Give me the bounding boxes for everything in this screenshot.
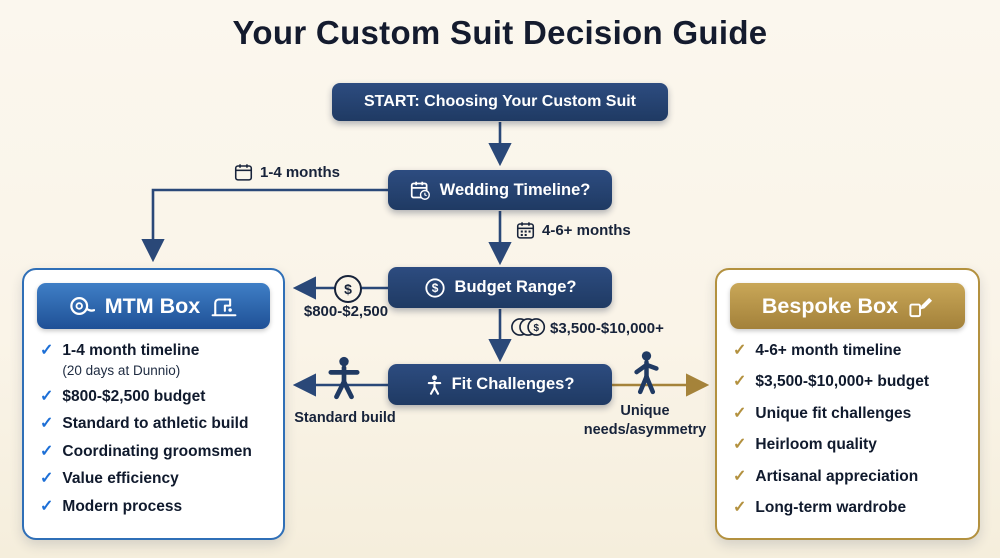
- check-icon: ✓: [733, 499, 747, 517]
- check-icon: ✓: [40, 442, 54, 460]
- flow-node-budget-range: $ Budget Range?: [388, 267, 612, 308]
- pencil-ruler-icon: [908, 294, 933, 319]
- mtm-panel-title: MTM Box: [104, 293, 201, 318]
- flow-node-wedding-timeline: Wedding Timeline?: [388, 170, 612, 210]
- check-icon: ✓: [733, 373, 747, 391]
- bespoke-item-text: Unique fit challenges: [755, 404, 912, 422]
- wedding-timeline-label: Wedding Timeline?: [439, 180, 591, 199]
- calendar-grid-icon: [516, 221, 535, 240]
- branch-label-text: needs/asymmetry: [583, 421, 707, 438]
- standard-build-person-icon: [328, 356, 360, 405]
- mtm-item-text: Coordinating groomsmen: [62, 442, 252, 460]
- branch-label-text: 1-4 months: [260, 164, 341, 181]
- check-icon: ✓: [40, 415, 54, 433]
- flow-node-start: START: Choosing Your Custom Suit: [332, 83, 668, 121]
- mtm-item-text: Value efficiency: [62, 470, 179, 488]
- dollar-coin-icon: $: [334, 275, 362, 303]
- bespoke-item-text: Heirloom quality: [755, 436, 877, 454]
- start-node-label: START: Choosing Your Custom Suit: [364, 93, 636, 110]
- mtm-item-text: $800-$2,500 budget: [62, 387, 206, 405]
- mtm-item-subtext: (20 days at Dunnio): [62, 362, 181, 378]
- check-icon: ✓: [40, 387, 54, 405]
- bespoke-item-text: Artisanal appreciation: [755, 467, 919, 485]
- check-icon: ✓: [733, 342, 747, 359]
- branch-label-800-2500: $800-$2,500: [290, 303, 402, 320]
- svg-text:$: $: [431, 281, 438, 295]
- list-item: ✓ Long-term wardrobe: [733, 499, 970, 518]
- mtm-checklist: ✓ 1-4 month timeline (20 days at Dunnio)…: [24, 339, 283, 516]
- list-item: ✓ $3,500-$10,000+ budget: [733, 373, 970, 392]
- bespoke-panel: Bespoke Box ✓ 4-6+ month timeline ✓ $3,5…: [715, 268, 980, 540]
- list-item: ✓ Artisanal appreciation: [733, 468, 970, 487]
- budget-range-label: Budget Range?: [454, 278, 577, 296]
- list-item: ✓ 1-4 month timeline (20 days at Dunnio): [40, 342, 275, 379]
- list-item: ✓ Coordinating groomsmen: [40, 443, 275, 462]
- bespoke-item-text: $3,500-$10,000+ budget: [755, 373, 930, 391]
- calendar-icon: [234, 163, 253, 182]
- list-item: ✓ Heirloom quality: [733, 436, 970, 455]
- list-item: ✓ Standard to athletic build: [40, 415, 275, 434]
- bespoke-checklist: ✓ 4-6+ month timeline ✓ $3,500-$10,000+ …: [717, 339, 978, 518]
- bespoke-item-text: 4-6+ month timeline: [755, 342, 902, 359]
- branch-label-text: Standard build: [294, 410, 396, 426]
- mtm-panel: MTM Box ✓ 1-4 month timeline (20 days at…: [22, 268, 285, 540]
- dollar-circle-icon: $: [424, 277, 446, 299]
- list-item: ✓ 4-6+ month timeline: [733, 342, 970, 361]
- branch-label-1-4-months: 1-4 months: [234, 163, 340, 182]
- unique-build-person-icon: [633, 350, 660, 401]
- branch-label-text: $800-$2,500: [303, 303, 389, 320]
- person-icon: [426, 374, 443, 395]
- branch-label-3500-10000: $3,500-$10,000+: [550, 320, 664, 337]
- list-item: ✓ $800-$2,500 budget: [40, 388, 275, 407]
- branch-label-text: 4-6+ months: [542, 222, 631, 239]
- branch-label-unique-needs: Unique needs/asymmetry: [574, 402, 716, 440]
- check-icon: ✓: [733, 404, 747, 422]
- coins-icon: $: [511, 317, 547, 342]
- branch-label-4-6-months: 4-6+ months: [516, 221, 631, 240]
- list-item: ✓ Modern process: [40, 498, 275, 517]
- fit-challenges-label: Fit Challenges?: [451, 375, 575, 393]
- bespoke-panel-title: Bespoke Box: [761, 293, 899, 318]
- check-icon: ✓: [733, 467, 747, 485]
- check-icon: ✓: [40, 342, 54, 359]
- mtm-item-text: 1-4 month timeline: [62, 342, 200, 359]
- page-title: Your Custom Suit Decision Guide: [232, 14, 768, 51]
- list-item: ✓ Unique fit challenges: [733, 405, 970, 424]
- calendar-clock-icon: [410, 180, 431, 201]
- branch-label-text: $3,500-$10,000+: [550, 320, 664, 337]
- mtm-item-text: Standard to athletic build: [62, 415, 249, 433]
- sewing-machine-icon: [210, 295, 238, 318]
- branch-label-standard-build: Standard build: [286, 410, 404, 426]
- check-icon: ✓: [40, 470, 54, 488]
- bespoke-panel-header: Bespoke Box: [730, 283, 965, 329]
- check-icon: ✓: [40, 497, 54, 515]
- mtm-panel-header: MTM Box: [37, 283, 270, 329]
- flow-node-fit-challenges: Fit Challenges?: [388, 364, 612, 405]
- branch-label-text: Unique: [620, 403, 670, 419]
- svg-text:$: $: [533, 323, 539, 334]
- bespoke-item-text: Long-term wardrobe: [755, 499, 907, 517]
- list-item: ✓ Value efficiency: [40, 470, 275, 489]
- measuring-tape-icon: [69, 294, 95, 318]
- check-icon: ✓: [733, 436, 747, 454]
- mtm-item-text: Modern process: [62, 497, 183, 515]
